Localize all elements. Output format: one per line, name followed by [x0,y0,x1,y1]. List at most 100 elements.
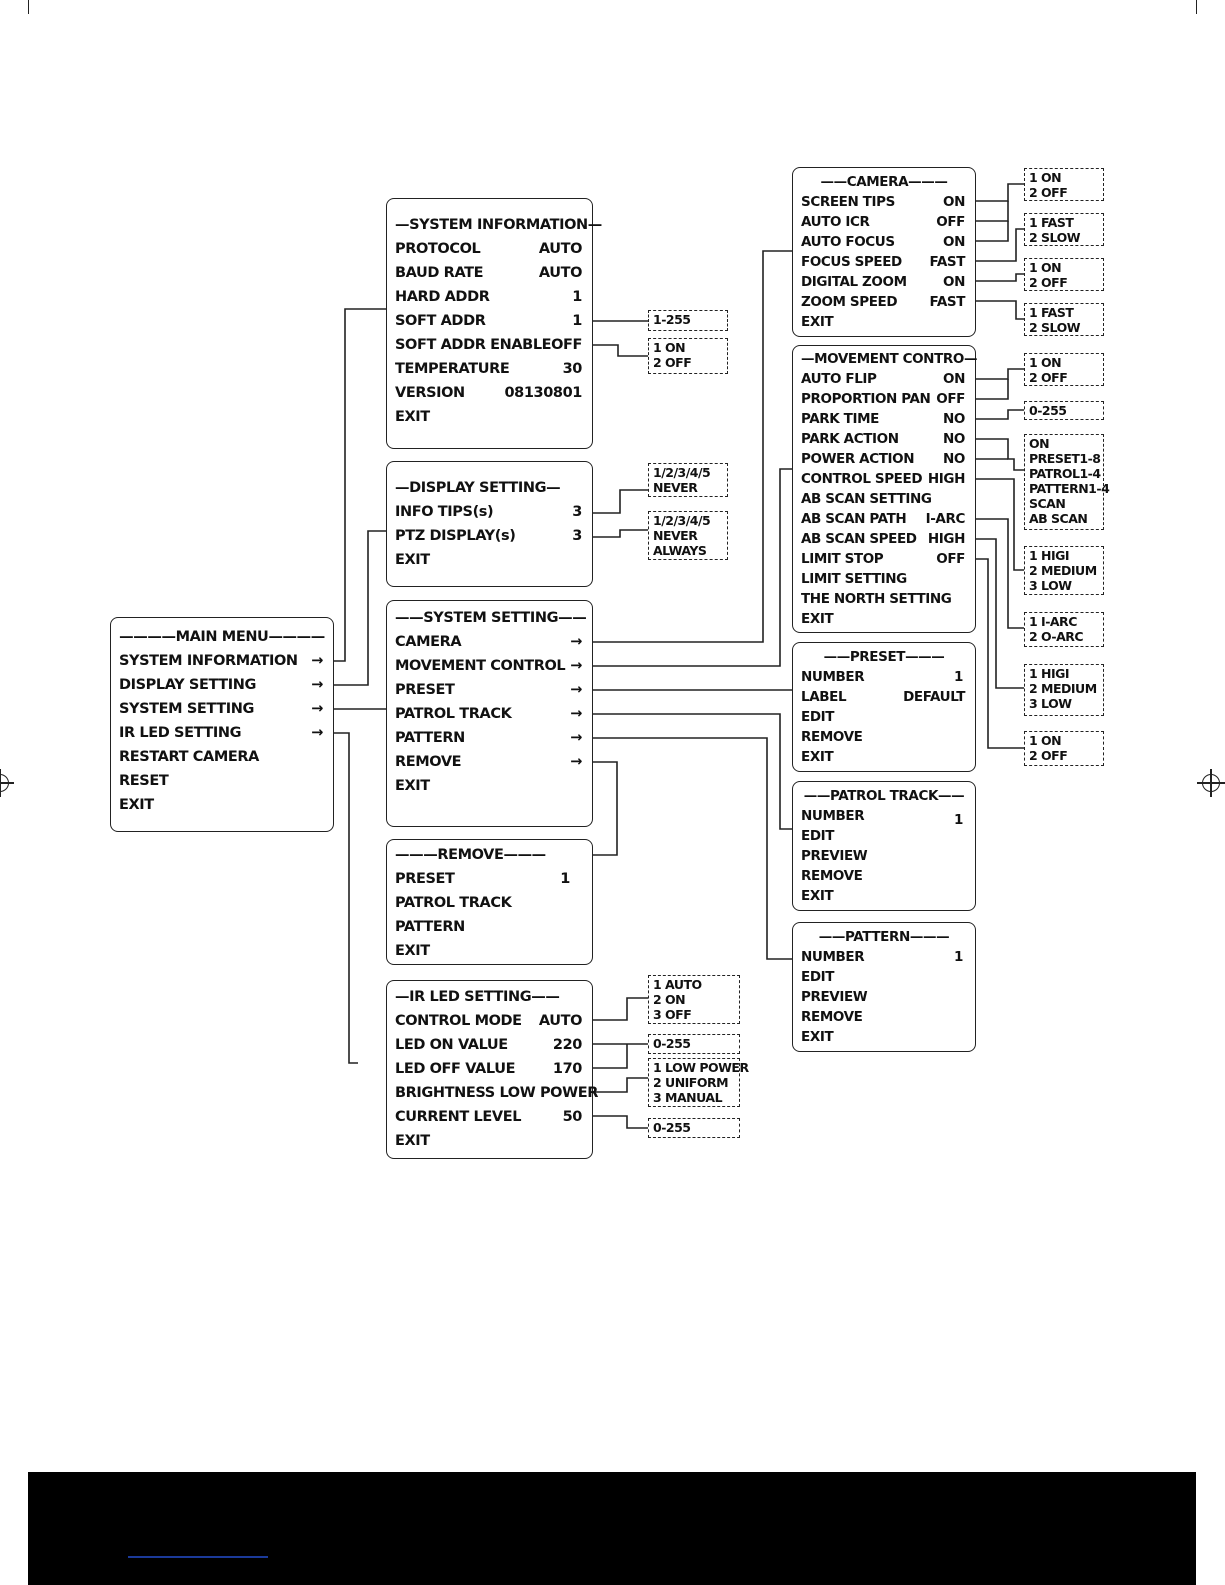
syssetting-item-camera[interactable]: CAMERA→ [395,634,582,650]
pattern-item-remove[interactable]: REMOVE [801,1009,863,1025]
main-menu-item-restart-camera[interactable]: RESTART CAMERA [119,749,259,765]
movement-item-ab-scan-setting[interactable]: AB SCAN SETTING [801,491,932,507]
patrol-item-edit[interactable]: EDIT [801,828,835,844]
syssetting-item-exit[interactable]: EXIT [395,778,430,794]
option-box-brightness: 1 LOW POWER 2 UNIFORM 3 MANUAL [648,1058,749,1107]
movement-item-exit[interactable]: EXIT [801,611,834,627]
movement-control-title: —MOVEMENT CONTRO— [801,351,978,367]
patrol-item-remove[interactable]: REMOVE [801,868,863,884]
syssetting-item-remove[interactable]: REMOVE→ [395,754,582,770]
connector-line [976,368,1024,380]
pattern-item-edit[interactable]: EDIT [801,969,835,985]
preset-item-edit[interactable]: EDIT [801,709,835,725]
option-value: NEVER [653,528,698,543]
connector-line [976,273,1024,282]
patrol-item-exit[interactable]: EXIT [801,888,834,904]
syssetting-item-movement-control[interactable]: MOVEMENT CONTROL→ [395,658,582,674]
irled-item-brightness[interactable]: BRIGHTNESS LOW POWER [395,1085,598,1101]
option-value: PRESET1-8 [1029,451,1101,466]
main-menu-item-ir-led-setting[interactable]: IR LED SETTING→ [119,725,323,741]
option-box-limit-stop: 1 ON 2 OFF [1024,731,1104,766]
preset-item-remove[interactable]: REMOVE [801,729,863,745]
option-value: 1 HIGI [1029,666,1070,681]
sysinfo-item-exit[interactable]: EXIT [395,409,430,425]
remove-item-patrol-track[interactable]: PATROL TRACK [395,895,512,911]
remove-item-exit[interactable]: EXIT [395,943,430,959]
connector-line [593,1115,648,1129]
connector-line [976,228,1024,262]
syssetting-item-preset[interactable]: PRESET→ [395,682,582,698]
connector-line [593,737,792,960]
syssetting-item-pattern[interactable]: PATTERN→ [395,730,582,746]
display-item-ptz-display[interactable]: PTZ DISPLAY(s)3 [395,528,582,544]
option-value: 0-255 [653,1036,691,1051]
option-box-screen-tips: 1 ON 2 OFF [1024,168,1104,201]
pattern-item-preview[interactable]: PREVIEW [801,989,868,1005]
syssetting-item-patrol-track[interactable]: PATROL TRACK→ [395,706,582,722]
option-value: 2 O-ARC [1029,629,1084,644]
option-value: 2 OFF [1029,275,1068,290]
main-menu-item-reset[interactable]: RESET [119,773,169,789]
preset-item-exit[interactable]: EXIT [801,749,834,765]
connector-line [593,468,792,667]
movement-item-north-setting[interactable]: THE NORTH SETTING [801,591,952,607]
connector-line [593,713,792,830]
option-value: 2 SLOW [1029,230,1081,245]
remove-item-pattern[interactable]: PATTERN [395,919,465,935]
irled-item-exit[interactable]: EXIT [395,1133,430,1149]
display-item-exit[interactable]: EXIT [395,552,430,568]
option-value: 1-255 [653,312,691,327]
ir-led-setting-title: —IR LED SETTING—— [395,989,560,1005]
option-value: 0-255 [1029,403,1067,418]
pattern-item-exit[interactable]: EXIT [801,1029,834,1045]
connector-line [976,300,1024,320]
display-item-info-tips[interactable]: INFO TIPS(s)3 [395,504,582,520]
option-value: 1 ON [653,340,686,355]
movement-item-limit-setting[interactable]: LIMIT SETTING [801,571,907,587]
connector-line [976,379,1009,400]
main-menu-item-system-setting[interactable]: SYSTEM SETTING→ [119,701,323,717]
camera-item-exit[interactable]: EXIT [801,314,834,330]
option-value: 3 MANUAL [653,1090,723,1105]
option-value: 2 ON [653,992,686,1007]
system-information-title: —SYSTEM INFORMATION— [395,217,602,233]
patrol-item-preview[interactable]: PREVIEW [801,848,868,864]
main-menu-item-exit[interactable]: EXIT [119,797,154,813]
main-menu-item-display-setting[interactable]: DISPLAY SETTING→ [119,677,323,693]
main-menu-item-system-information[interactable]: SYSTEM INFORMATION→ [119,653,323,669]
